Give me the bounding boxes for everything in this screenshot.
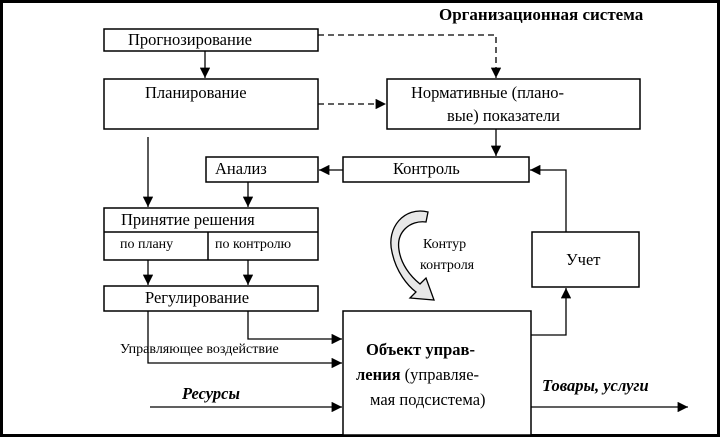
control-loop-label-line1: Контур (423, 237, 467, 252)
accounting-label: Учет (566, 250, 601, 269)
regulation-to-object-arrow-lower (147, 311, 342, 369)
analysis-label: Анализ (215, 159, 267, 178)
control-loop-icon (390, 210, 435, 301)
forecasting-box (103, 28, 319, 52)
analysis-box (205, 156, 319, 183)
object-label-line2-bold: ления (356, 365, 401, 384)
regulation-box (103, 285, 319, 312)
control-label: Контроль (393, 159, 460, 178)
regulation-label: Регулирование (145, 288, 250, 307)
control-action-label: Управляющее воздействие (120, 342, 279, 357)
forecasting-label: Прогнозирование (128, 30, 252, 49)
control-loop-label-line2: контроля (420, 258, 475, 273)
accounting-box (531, 231, 640, 288)
object-label-line3: мая подсистема) (370, 390, 486, 409)
regulation-to-object-arrow-upper (247, 311, 342, 345)
forecast-to-normative-arrow (318, 34, 502, 78)
diagram-title: Организационная система (439, 5, 644, 24)
accounting-to-control-arrow (530, 164, 567, 232)
by-control-label: по контролю (215, 237, 292, 252)
object-label-line2: ления (управляе- (356, 365, 480, 384)
normative-label-line1: Нормативные (плано- (411, 83, 565, 102)
control-box (342, 156, 530, 183)
planning-box (103, 78, 319, 130)
normative-label-line2: вые) показатели (447, 106, 561, 125)
by-plan-label: по плану (120, 237, 174, 252)
decision-label: Принятие решения (121, 210, 255, 229)
normative-box (386, 78, 641, 130)
object-label-line1: Объект управ- (366, 340, 475, 359)
decision-box (103, 207, 319, 261)
object-label-line2-rest: (управляе- (400, 365, 480, 384)
resources-label: Ресурсы (182, 384, 240, 403)
goods-label: Товары, услуги (542, 376, 649, 395)
object-box (342, 310, 532, 436)
object-to-accounting-arrow (531, 288, 572, 336)
planning-label: Планирование (145, 83, 247, 102)
